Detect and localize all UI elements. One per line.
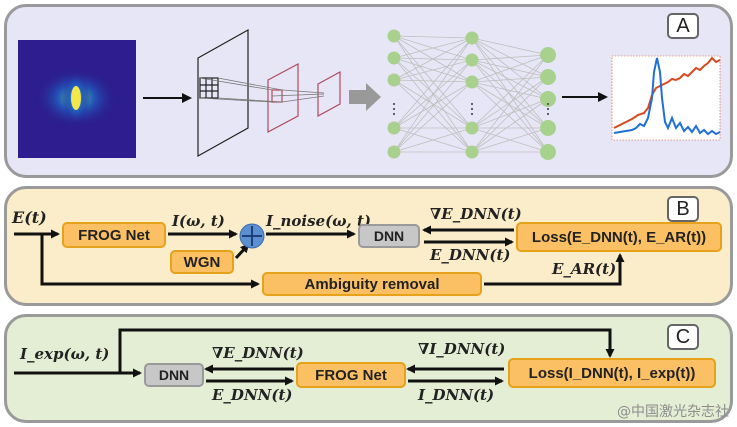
neuron-l2-n0 (540, 47, 556, 63)
neuron-l2-n3 (540, 120, 556, 136)
loss-box: Loss(E_DNN(t), E_AR(t)) (516, 222, 722, 252)
gradient-i-label: ∇I_DNN(t) (418, 340, 506, 358)
wgn-box: WGN (170, 250, 234, 274)
watermark: @中国激光杂志社 (617, 404, 729, 420)
neuron-l0-n1 (387, 51, 401, 65)
neuron-l0-n0 (387, 29, 401, 43)
loss-box-c: Loss(I_DNN(t), I_exp(t)) (508, 358, 716, 388)
panel-a-label: A (667, 13, 699, 39)
neuron-l2-n4 (540, 144, 556, 160)
neuron-l0-n4 (387, 145, 401, 159)
gray-block-arrow (349, 83, 381, 111)
neuron-l2-n1 (540, 69, 556, 85)
neuron-l1-n0 (465, 31, 479, 45)
frog-trace-image (18, 40, 136, 158)
cnn-layers (197, 28, 341, 158)
noise-intensity-label: I_noise(ω, t) (266, 212, 371, 230)
sum-node (239, 223, 265, 249)
neuron-l1-n1 (465, 53, 479, 67)
gradient-label: ∇E_DNN(t) (430, 205, 522, 223)
ambiguity-removal-box: Ambiguity removal (262, 272, 482, 296)
neuron-l0-n2 (387, 73, 401, 87)
neuron-l1-n4 (465, 145, 479, 159)
neural-network (387, 29, 556, 160)
panel-c-label: C (667, 324, 699, 350)
frog-net-box: FROG Net (62, 222, 166, 248)
panel-b-label: B (667, 196, 699, 222)
neuron-l2-n2 (540, 91, 556, 107)
frog-net-box-c: FROG Net (296, 362, 406, 388)
intensity-label: I(ω, t) (172, 212, 225, 230)
neuron-l1-n2 (465, 75, 479, 89)
neuron-l0-n3 (387, 121, 401, 135)
ambiguity-removed-field-label: E_AR(t) (552, 260, 617, 278)
dnn-box: DNN (358, 224, 420, 248)
dnn-box-c: DNN (144, 363, 204, 387)
exp-intensity-label: I_exp(ω, t) (20, 345, 110, 363)
dnn-output-label: E_DNN(t) (430, 246, 511, 264)
gradient-e-label: ∇E_DNN(t) (212, 344, 304, 362)
neuron-l1-n3 (465, 121, 479, 135)
output-plot (611, 55, 721, 141)
input-field-label: E(t) (12, 208, 47, 227)
dnn-field-label: E_DNN(t) (212, 386, 293, 404)
dnn-intensity-label: I_DNN(t) (418, 386, 495, 404)
